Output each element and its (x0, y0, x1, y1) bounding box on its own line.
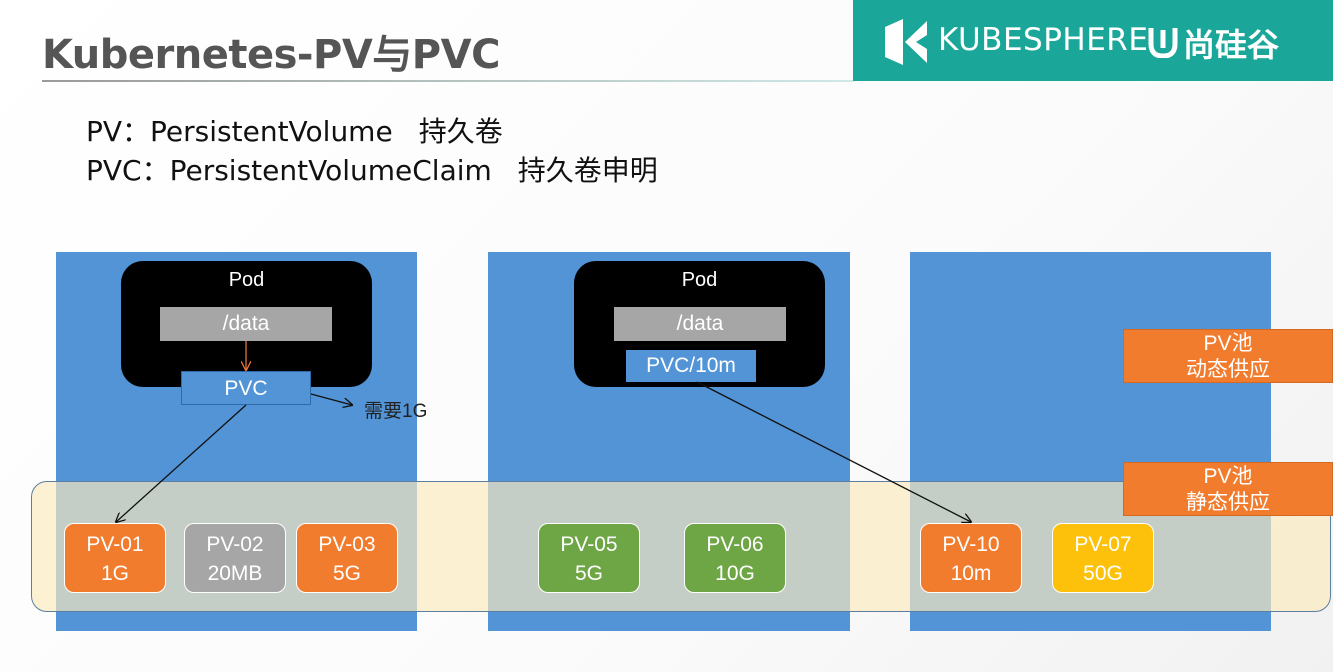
brand-name: KUBESPHERE (938, 22, 1149, 58)
kubesphere-logo-icon (885, 19, 927, 65)
pv-size: 10G (715, 562, 755, 585)
pv-name: PV-10 (942, 533, 1000, 556)
pv-name: PV-03 (318, 533, 376, 556)
pv-name: PV-06 (706, 533, 764, 556)
pool-title: PV池 (1203, 465, 1253, 488)
pv-box-07: PV-07 50G (1052, 523, 1154, 593)
mount-path-2: /data (614, 307, 786, 341)
definition-term: PVC：PersistentVolumeClaim (86, 154, 492, 187)
pvc-to-pv10-arrow (696, 381, 971, 522)
definition-pv: PV：PersistentVolume 持久卷 (86, 110, 503, 150)
pv-box-03: PV-03 5G (296, 523, 398, 593)
definition-cn: 持久卷申明 (517, 154, 658, 187)
pv-size: 1G (100, 562, 129, 585)
definition-cn: 持久卷 (418, 115, 503, 148)
page-title: Kubernetes-PV与PVC (42, 32, 500, 78)
pv-size: 10m (950, 562, 992, 585)
pv-size: 5G (574, 562, 603, 585)
pv-box-02: PV-02 20MB (184, 523, 286, 593)
pvc-to-pv01-arrow (116, 404, 247, 522)
pv-name: PV-01 (86, 533, 144, 556)
pv-box-10: PV-10 10m (920, 523, 1022, 593)
definition-pvc: PVC：PersistentVolumeClaim 持久卷申明 (86, 149, 658, 189)
pv-box-05: PV-05 5G (538, 523, 640, 593)
pvc-1: PVC (181, 371, 311, 405)
pvc-2: PVC/10m (626, 350, 756, 382)
pool-static: PV池 静态供应 (1123, 462, 1333, 516)
pv-size: 50G (1083, 562, 1123, 585)
pvc-request-label: 需要1G (364, 401, 428, 422)
pool-type: 动态供应 (1186, 358, 1270, 381)
pv-name: PV-05 (560, 533, 618, 556)
pv-name: PV-07 (1074, 533, 1132, 556)
definition-term: PV：PersistentVolume (86, 115, 393, 148)
atguigu-logo-icon (1148, 28, 1178, 58)
pool-dynamic: PV池 动态供应 (1123, 329, 1333, 383)
mount-path-1: /data (160, 307, 332, 341)
pv-box-06: PV-06 10G (684, 523, 786, 593)
pool-type: 静态供应 (1186, 491, 1270, 514)
title-underline (42, 80, 854, 82)
pod-label: Pod (681, 269, 718, 291)
pvc-request-arrow (310, 393, 352, 405)
pool-title: PV池 (1203, 332, 1253, 355)
pv-size: 5G (332, 562, 361, 585)
pod-label: Pod (228, 269, 265, 291)
brand-banner: KUBESPHERE 尚硅谷 (853, 0, 1333, 81)
brand2-name: 尚硅谷 (1183, 26, 1280, 64)
pv-name: PV-02 (206, 533, 264, 556)
pv-size: 20MB (207, 562, 263, 585)
